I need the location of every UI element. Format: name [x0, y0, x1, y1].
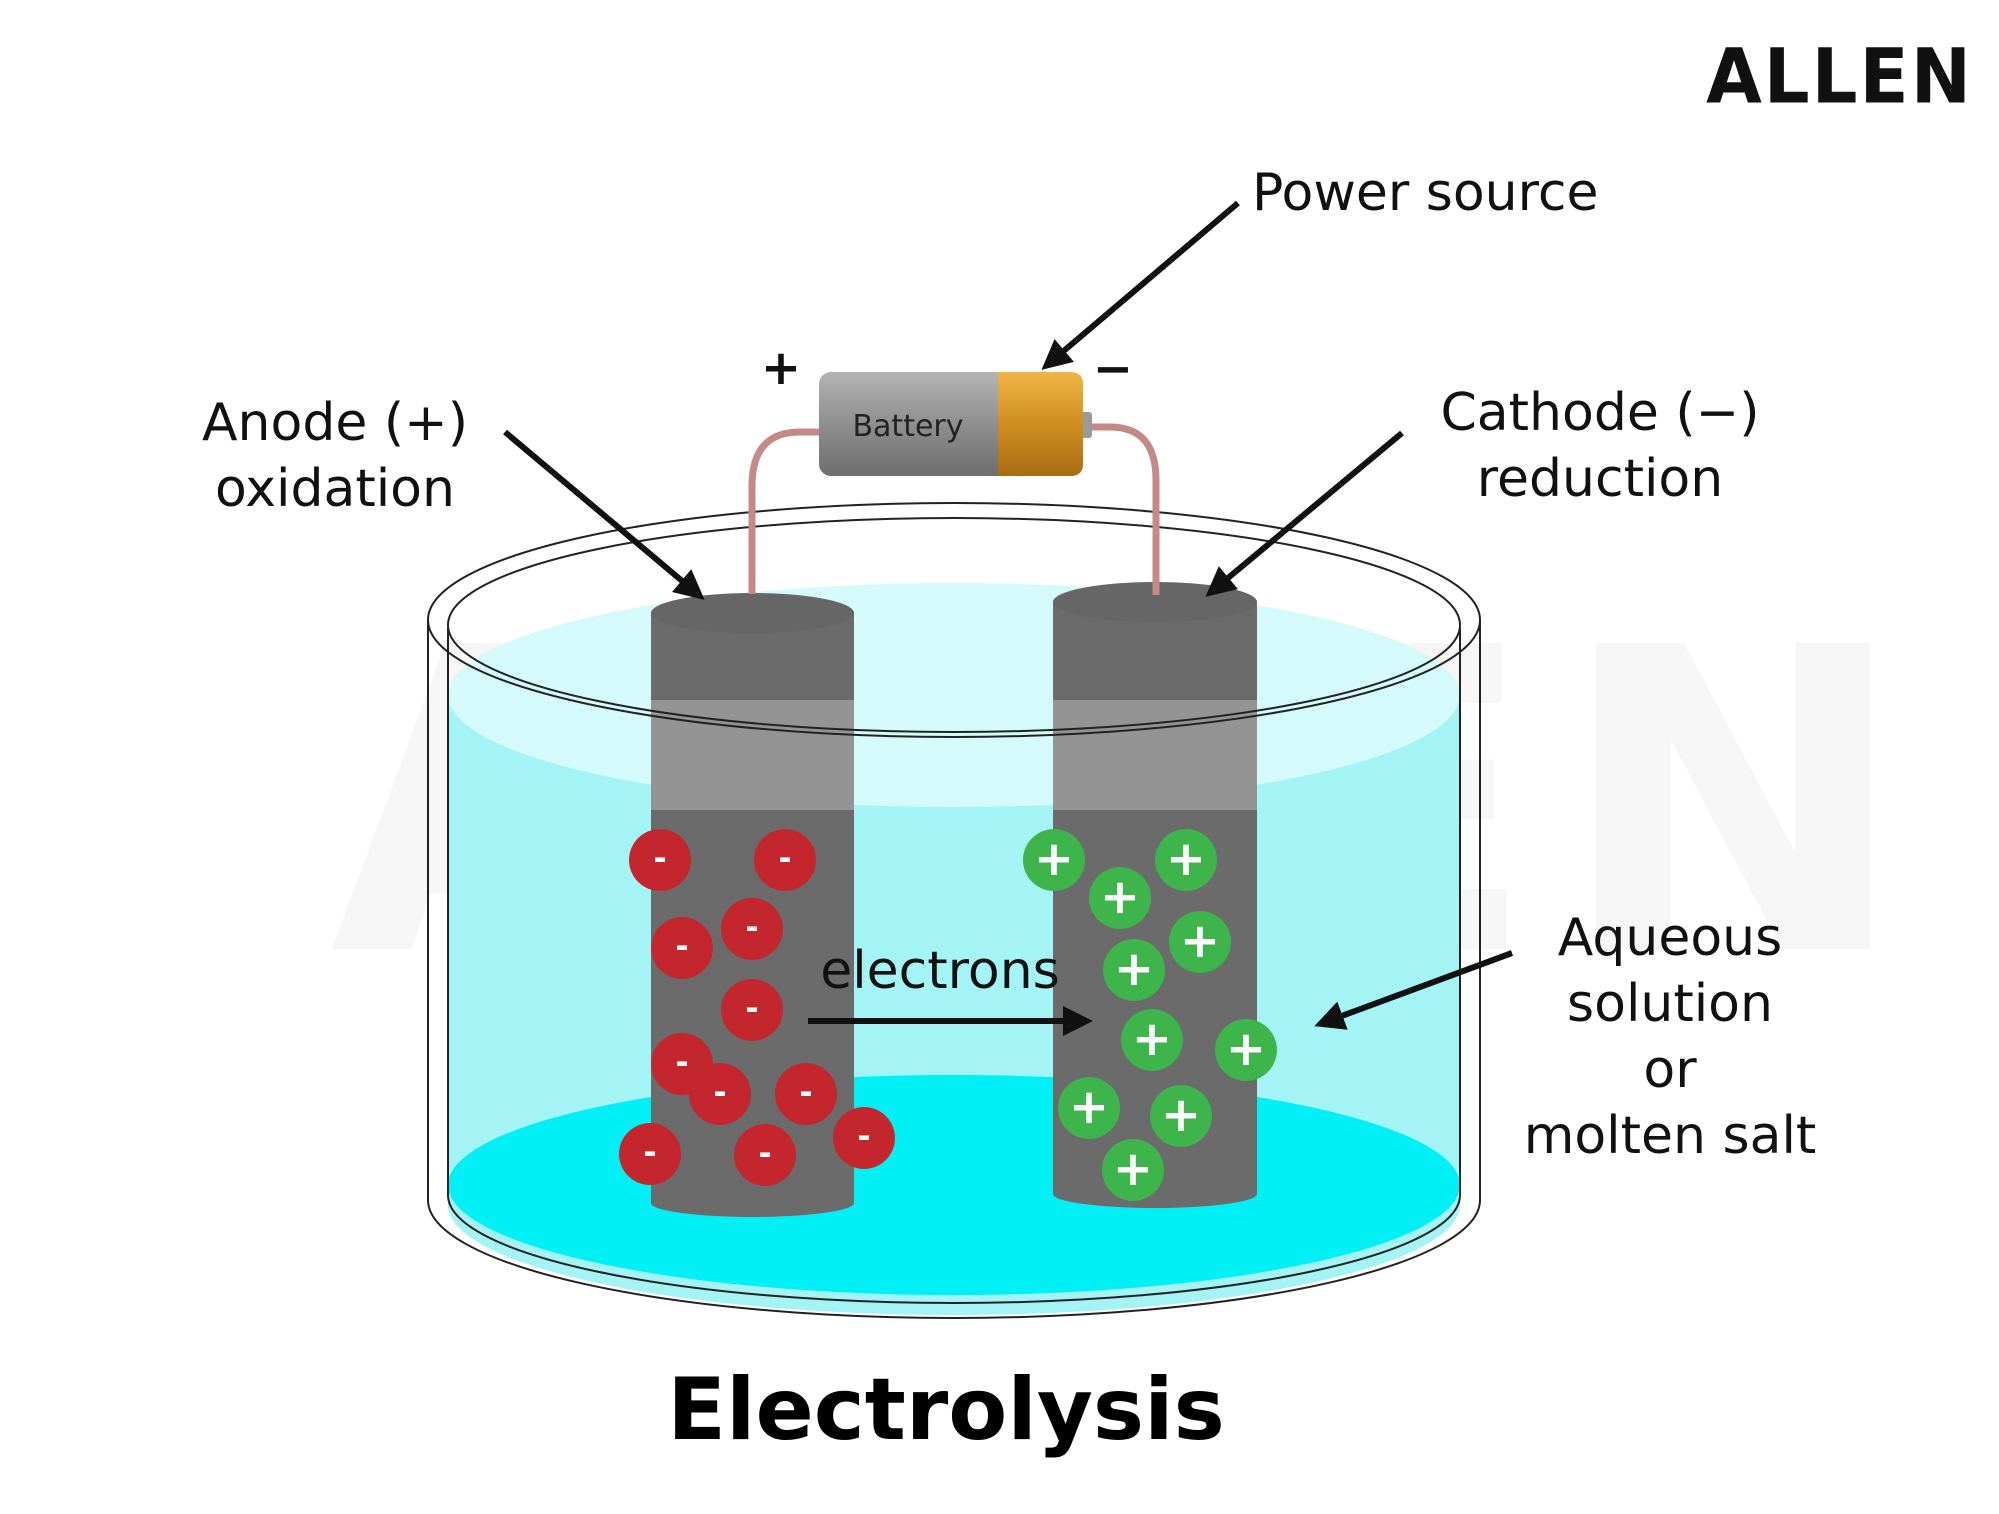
- cation-ion-sign: +: [1132, 1011, 1172, 1067]
- cation-ion-circle: [1103, 939, 1165, 1001]
- cation-ion-sign: +: [1069, 1079, 1109, 1135]
- battery-label: Battery: [852, 409, 963, 444]
- anode-arrow: [503, 429, 705, 600]
- beaker-front: [427, 619, 1481, 1319]
- anion-ion: -: [629, 829, 691, 891]
- cation-ion-circle: [1155, 829, 1217, 891]
- beaker-back-rim: [427, 502, 1481, 621]
- anion-ion-sign: -: [675, 1043, 688, 1081]
- cation-ion-circle: [1102, 1139, 1164, 1201]
- cathode-label-line1: Cathode (−): [1440, 383, 1760, 443]
- anion-ion-circle: [833, 1107, 895, 1169]
- anode-label-line2: oxidation: [215, 459, 455, 519]
- solution-bottom: [448, 1075, 1460, 1295]
- anion-ion-sign: -: [857, 1117, 870, 1155]
- electrons-label: electrons: [820, 941, 1060, 1001]
- anode-label-line1: Anode (+): [201, 393, 469, 453]
- cation-ion: +: [1169, 911, 1231, 973]
- solution-label: Aqueous solution or molten salt: [1490, 905, 1850, 1169]
- anion-ion-sign: -: [675, 927, 688, 965]
- anion-ion-circle: [754, 829, 816, 891]
- beaker: [427, 502, 1481, 626]
- anion-ion-circle: [721, 979, 783, 1041]
- beaker-back-rim-inner: [447, 517, 1461, 626]
- anion-ion-sign: -: [653, 839, 666, 877]
- solution-label-line1: Aqueous: [1557, 908, 1783, 968]
- diagram-title: Electrolysis: [667, 1360, 1225, 1460]
- cation-ion-sign: +: [1161, 1087, 1201, 1143]
- cation-ion-sign: +: [1114, 941, 1154, 997]
- cation-group: ++++++++++: [1023, 829, 1277, 1201]
- solution-arrow: [1314, 950, 1514, 1030]
- cation-ion: +: [1103, 939, 1165, 1001]
- anion-ion-sign: -: [643, 1133, 656, 1171]
- battery-cap: [998, 372, 1083, 476]
- anion-ion-circle: [775, 1063, 837, 1125]
- cathode-arrow: [1205, 430, 1404, 597]
- battery-plus-sign: +: [761, 340, 801, 396]
- cation-ion-sign: +: [1034, 831, 1074, 887]
- cation-ion-circle: [1023, 829, 1085, 891]
- cation-ion: +: [1102, 1139, 1164, 1201]
- anode-label: Anode (+) oxidation: [180, 390, 490, 522]
- anion-ion-circle: [629, 829, 691, 891]
- cation-ion: +: [1215, 1019, 1277, 1081]
- cation-ion-circle: [1121, 1009, 1183, 1071]
- cathode-label: Cathode (−) reduction: [1410, 380, 1790, 512]
- battery-minus-sign: −: [1093, 341, 1133, 397]
- anion-ion-circle: [689, 1063, 751, 1125]
- anion-ion-sign: -: [745, 989, 758, 1027]
- anion-ion: -: [619, 1123, 681, 1185]
- battery: Battery: [819, 372, 1092, 476]
- cation-ion-circle: [1089, 867, 1151, 929]
- anion-ion: -: [775, 1063, 837, 1125]
- anion-ion-sign: -: [778, 839, 791, 877]
- cation-ion-sign: +: [1180, 913, 1220, 969]
- cation-ion-circle: [1169, 911, 1231, 973]
- anion-ion-circle: [721, 898, 783, 960]
- cathode-wire: [1090, 423, 1160, 595]
- cation-ion: +: [1023, 829, 1085, 891]
- cation-ion-sign: +: [1166, 831, 1206, 887]
- anion-ion-sign: -: [745, 908, 758, 946]
- solution-label-line4: molten salt: [1523, 1106, 1817, 1166]
- anion-ion-sign: -: [799, 1073, 812, 1111]
- cation-ion-circle: [1058, 1077, 1120, 1139]
- solution-surface: [448, 583, 1460, 807]
- power-source-label: Power source: [1252, 163, 1599, 223]
- cation-ion: +: [1155, 829, 1217, 891]
- cation-ion-sign: +: [1113, 1141, 1153, 1197]
- cation-ion: +: [1121, 1009, 1183, 1071]
- brand-logo: ALLEN: [1706, 31, 1973, 121]
- cation-ion-circle: [1215, 1019, 1277, 1081]
- anion-ion-sign: -: [713, 1073, 726, 1111]
- anion-ion: -: [734, 1124, 796, 1186]
- wires: [748, 423, 1160, 595]
- solution-label-line3: or: [1643, 1040, 1697, 1100]
- cathode-label-line2: reduction: [1476, 449, 1724, 509]
- cation-ion-circle: [1150, 1085, 1212, 1147]
- cation-ion: +: [1058, 1077, 1120, 1139]
- anion-ion-circle: [734, 1124, 796, 1186]
- cation-ion: +: [1150, 1085, 1212, 1147]
- anion-ion-sign: -: [758, 1134, 771, 1172]
- cation-ion-sign: +: [1100, 869, 1140, 925]
- anion-ion: -: [833, 1107, 895, 1169]
- anion-ion: -: [721, 979, 783, 1041]
- anion-ion: -: [754, 829, 816, 891]
- solution-label-line2: solution: [1567, 974, 1773, 1034]
- cation-ion-sign: +: [1226, 1021, 1266, 1077]
- anion-ion: -: [721, 898, 783, 960]
- anion-ion: -: [689, 1063, 751, 1125]
- anion-ion-circle: [651, 917, 713, 979]
- power-source-arrow: [1041, 200, 1240, 370]
- anode-wire: [748, 428, 823, 594]
- cation-ion: +: [1089, 867, 1151, 929]
- pointer-arrows: [503, 200, 1514, 1036]
- anion-ion: -: [651, 917, 713, 979]
- anion-ion-circle: [619, 1123, 681, 1185]
- anion-group: -----------: [619, 829, 895, 1186]
